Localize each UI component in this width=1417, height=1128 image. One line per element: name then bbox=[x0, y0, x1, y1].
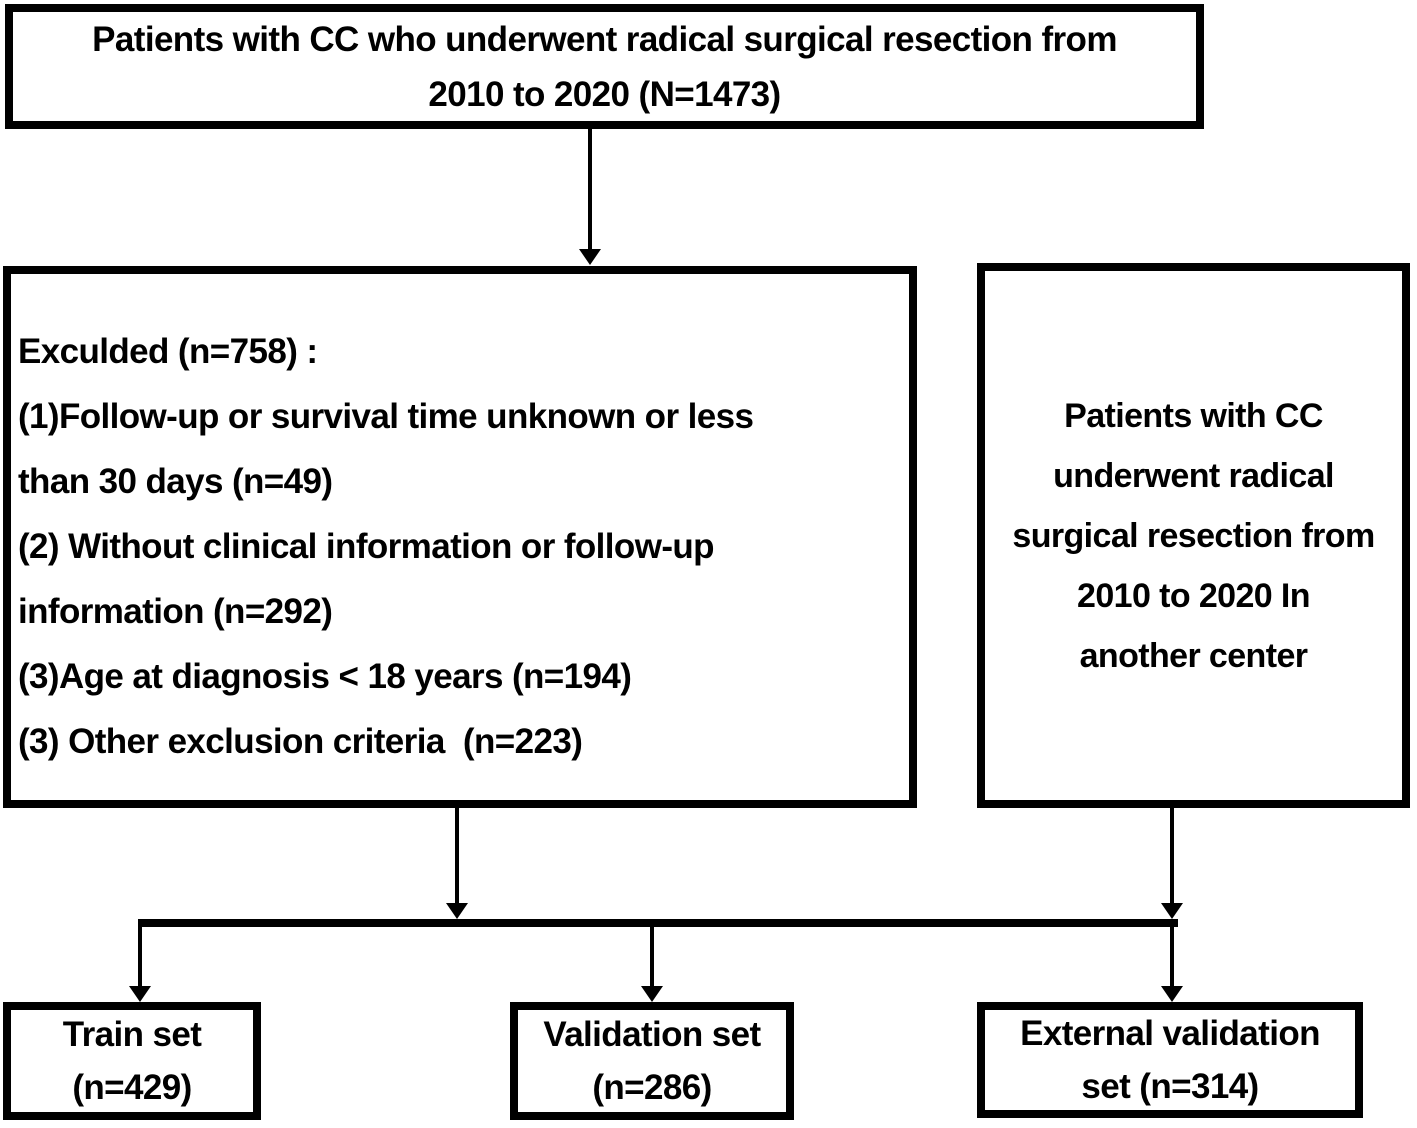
train-set-line-2: (n=429) bbox=[72, 1068, 192, 1107]
arrow-split-to-external-validation-shaft bbox=[1170, 927, 1174, 986]
box-validation-set: Validation set (n=286) bbox=[510, 1002, 794, 1120]
external-center-line-2: underwent radical bbox=[1053, 456, 1334, 495]
box-train-set: Train set (n=429) bbox=[3, 1002, 261, 1120]
arrow-external-center-to-split-shaft bbox=[1170, 806, 1174, 903]
box-external-validation-set: External validation set (n=314) bbox=[977, 1002, 1363, 1118]
excluded-line-3: than 30 days (n=49) bbox=[18, 462, 333, 501]
external-center-line-1: Patients with CC bbox=[1064, 396, 1323, 435]
arrow-split-to-validation-head-icon bbox=[641, 986, 663, 1002]
excluded-line-4: (2) Without clinical information or foll… bbox=[18, 527, 715, 566]
external-center-line-3: surgical resection from bbox=[1012, 516, 1375, 555]
arrow-split-to-validation-shaft bbox=[650, 927, 654, 986]
excluded-line-5: information (n=292) bbox=[18, 592, 333, 631]
excluded-line-2: (1)Follow-up or survival time unknown or… bbox=[18, 397, 754, 436]
arrow-split-to-train-head-icon bbox=[129, 986, 151, 1002]
arrow-split-to-external-validation-head-icon bbox=[1161, 986, 1183, 1002]
initial-cohort-line-1: Patients with CC who underwent radical s… bbox=[92, 19, 1117, 59]
arrow-excluded-to-split-head-icon bbox=[446, 903, 468, 919]
excluded-line-1: Exculded (n=758) : bbox=[18, 332, 318, 371]
excluded-line-6: (3)Age at diagnosis < 18 years (n=194) bbox=[18, 657, 632, 696]
arrow-external-center-to-split-head-icon bbox=[1161, 903, 1183, 919]
box-initial-cohort: Patients with CC who underwent radical s… bbox=[5, 4, 1204, 129]
excluded-line-7: (3) Other exclusion criteria (n=223) bbox=[18, 722, 583, 761]
box-excluded: Exculded (n=758) : (1)Follow-up or survi… bbox=[3, 266, 917, 808]
external-center-line-4: 2010 to 2020 In bbox=[1077, 576, 1311, 615]
arrow-split-to-train-shaft bbox=[138, 927, 142, 986]
validation-set-line-2: (n=286) bbox=[592, 1068, 712, 1107]
arrow-excluded-to-split-shaft bbox=[455, 805, 459, 903]
initial-cohort-line-2: 2010 to 2020 (N=1473) bbox=[428, 74, 781, 114]
box-external-center-cohort: Patients with CC underwent radical surgi… bbox=[977, 263, 1410, 808]
external-validation-set-line-1: External validation bbox=[1020, 1014, 1320, 1053]
split-line bbox=[138, 919, 1178, 927]
train-set-line-1: Train set bbox=[62, 1015, 202, 1054]
arrow-top-to-excluded-head-icon bbox=[579, 249, 601, 265]
arrow-top-to-excluded-shaft bbox=[588, 128, 592, 250]
external-validation-set-line-2: set (n=314) bbox=[1081, 1067, 1259, 1106]
external-center-line-5: another center bbox=[1079, 636, 1308, 675]
validation-set-line-1: Validation set bbox=[543, 1015, 761, 1054]
